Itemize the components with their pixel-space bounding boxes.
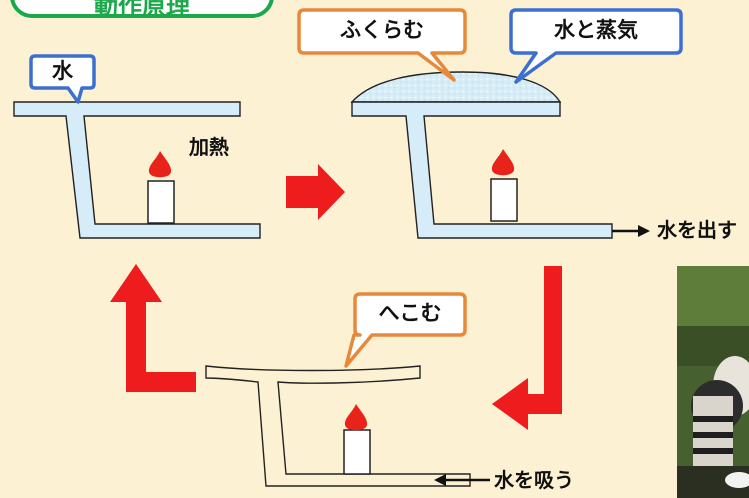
candle-icon	[343, 404, 371, 475]
dent-bubble-label: へこむ	[378, 301, 442, 325]
red-arrow-up-icon	[110, 264, 196, 392]
diagram-title: 動作原理	[94, 0, 190, 21]
title-badge: 動作原理	[10, 0, 274, 21]
flame-icon	[344, 404, 368, 431]
red-arrow-right-icon	[286, 164, 345, 220]
out-arrow-icon	[612, 225, 650, 237]
in-arrow-icon	[434, 474, 490, 486]
stage-1-boat	[13, 101, 261, 239]
photo	[677, 266, 749, 498]
steam-bubble-label: 水と蒸気	[554, 18, 638, 42]
water-bubble	[29, 54, 96, 104]
suck-water-label: 水を吸う	[494, 468, 574, 492]
candle-icon	[490, 149, 518, 222]
stage-3-pipe	[205, 365, 471, 487]
steam-dome	[350, 71, 562, 103]
candle-icon	[147, 151, 175, 224]
stage-3-boat	[205, 365, 471, 487]
swell-bubble-label: ふくらむ	[340, 18, 424, 42]
stage-2-boat	[350, 71, 613, 239]
heating-label: 加熱	[189, 135, 229, 159]
dent-bubble	[344, 292, 467, 368]
swell-bubble	[297, 8, 467, 82]
steam-bubble	[509, 8, 683, 84]
water-bubble-label: 水	[52, 59, 73, 83]
push-water-label: 水を出す	[657, 218, 737, 242]
stage-1-pipe	[13, 101, 261, 239]
flame-icon	[491, 149, 515, 176]
red-arrow-down-icon	[492, 266, 562, 430]
flame-icon	[148, 151, 172, 178]
stage-2-pipe	[351, 101, 613, 239]
